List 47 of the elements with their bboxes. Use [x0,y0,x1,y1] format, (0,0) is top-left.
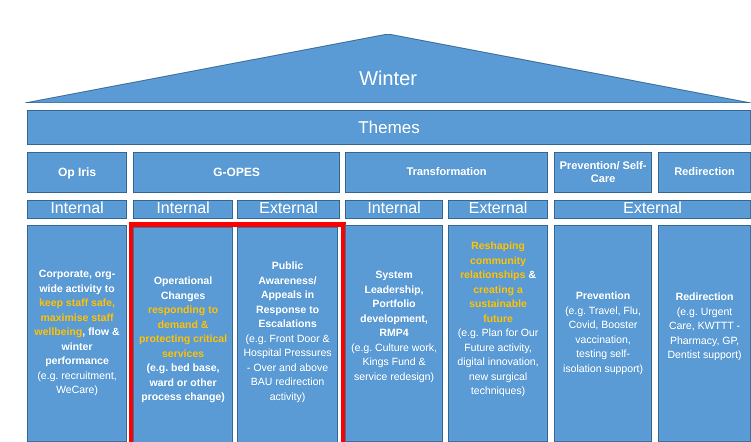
theme-label: Internal [367,200,421,219]
column-heading: Prevention [576,289,630,304]
theme-column [448,225,548,442]
column-heading: Public Awareness/ Appeals in Response to Escalations [254,259,320,332]
theme-label: Internal [156,200,210,219]
example-text: (e.g. recruitment, WeCare) [36,368,118,398]
theme-label: External [623,200,682,219]
example-text: (e.g. Travel, Flu, Covid, Booster vaccination, testing self-isolation support) [562,304,644,376]
theme-bar [345,200,443,219]
column-heading: Reshaping community relationships & creating a sustainable future [459,239,537,326]
theme-label: External [259,200,318,219]
theme-bar [554,200,751,219]
example-text: (e.g. Urgent Care, KWTTT - Pharmacy, GP, Dentist support) [666,304,743,362]
theme-label: Internal [50,200,104,219]
theme-bar [27,110,751,145]
theme-label: Op Iris [58,166,96,180]
theme-bar [133,152,340,193]
example-text: (e.g. bed base, ward or other process change) [140,361,226,404]
theme-column [345,225,443,442]
column-heading: Redirection [676,290,734,304]
theme-bar [345,152,548,193]
theme-label: External [468,200,528,219]
theme-label: Redirection [674,166,735,179]
theme-bar [448,200,548,219]
highlight-frame [129,222,346,442]
theme-column [658,225,751,442]
example-text: (e.g. Front Door & Hospital Pressures - Over and above BAU redirection activity) [242,332,333,404]
column-heading: Corporate, org-wide activity to keep staff safe, maximise staff wellbeing, flow & winter performance [33,267,121,368]
column-heading: Operational Changes responding to demand & protecting critical services [138,274,228,361]
theme-label: Transformation [406,166,487,179]
theme-bar [27,152,127,193]
example-text: (e.g. Culture work, Kings Fund & service redesign) [350,340,438,384]
theme-column [133,227,233,442]
theme-column [237,227,338,442]
theme-label: G-OPES [213,166,260,180]
theme-bar [658,152,751,193]
theme-label: Themes [358,118,420,138]
column-heading: System Leadership, Portfolio development, RMP4 [359,268,429,340]
theme-bar [133,200,233,219]
theme-column [27,225,127,442]
theme-bar [554,152,652,193]
example-text: (e.g. Plan for Our Future activity, digital innovation, new surgical techniques) [456,326,540,398]
theme-bar [27,200,127,219]
theme-column [554,225,652,442]
theme-label: Prevention/ Self-Care [558,160,648,186]
theme-bar [237,200,340,219]
roof-title: Winter [359,68,417,91]
